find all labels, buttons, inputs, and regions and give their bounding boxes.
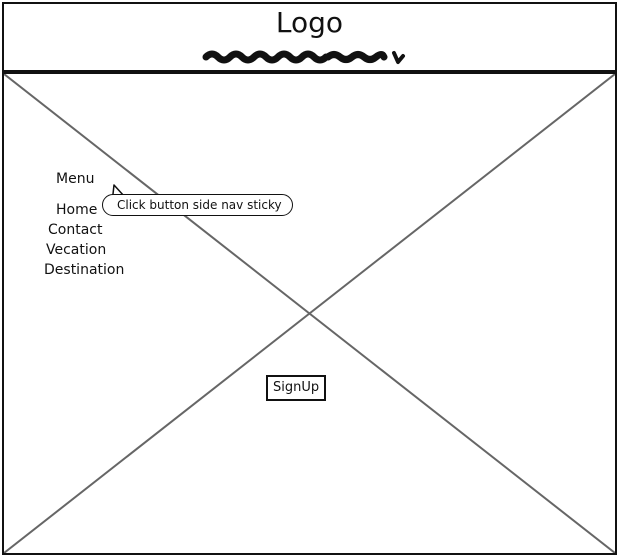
logo: Logo (275, 6, 344, 39)
side-nav: Home Contact Vecation Destination (44, 200, 124, 280)
nav-item-home[interactable]: Home (56, 202, 98, 218)
tagline-scribble (202, 50, 405, 64)
site-header: Logo (2, 2, 617, 72)
nav-item-vecation[interactable]: Vecation (46, 242, 107, 258)
main-content-area: Menu Home Contact Vecation Destination C… (2, 72, 617, 555)
nav-item-contact[interactable]: Contact (48, 222, 103, 238)
annotation-callout: Click button side nav sticky (102, 194, 293, 216)
menu-label: Menu (56, 171, 95, 187)
image-placeholder-cross (4, 74, 615, 553)
nav-item-destination[interactable]: Destination (44, 262, 125, 278)
signup-button[interactable]: SignUp (266, 375, 327, 401)
